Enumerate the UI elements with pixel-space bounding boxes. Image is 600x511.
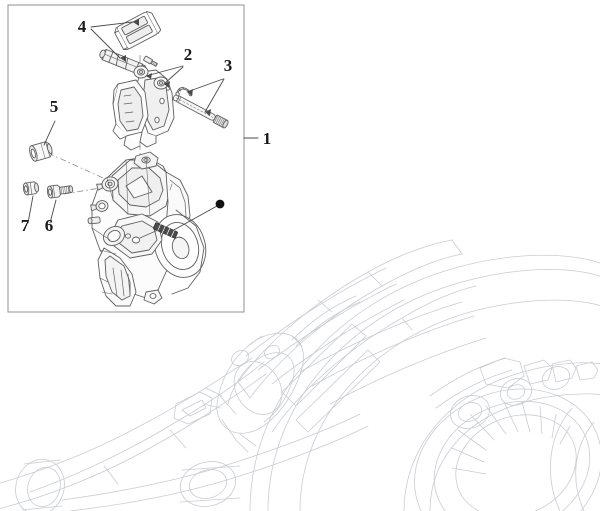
callout-leader-lines [27, 21, 259, 232]
part-brake-caliper-body [87, 151, 207, 307]
leader-arrowheads [120, 19, 211, 116]
callout-number-3[interactable]: 3 [224, 56, 233, 75]
part-bleed-nipple [46, 184, 74, 199]
part-bleed-nipple-cap [29, 141, 53, 162]
callout-number-4[interactable]: 4 [78, 17, 87, 36]
callout-number-2[interactable]: 2 [184, 45, 193, 64]
callout-number-7[interactable]: 7 [21, 216, 30, 235]
callout-number-1[interactable]: 1 [263, 129, 272, 148]
callout-number-6[interactable]: 6 [45, 216, 54, 235]
exploded-view-frame [7, 4, 245, 313]
callout-number-5[interactable]: 5 [50, 97, 59, 116]
part-bleed-screw [22, 181, 40, 196]
caliper-pointer-dot [215, 199, 225, 209]
part-caliper-bracket [112, 55, 175, 151]
